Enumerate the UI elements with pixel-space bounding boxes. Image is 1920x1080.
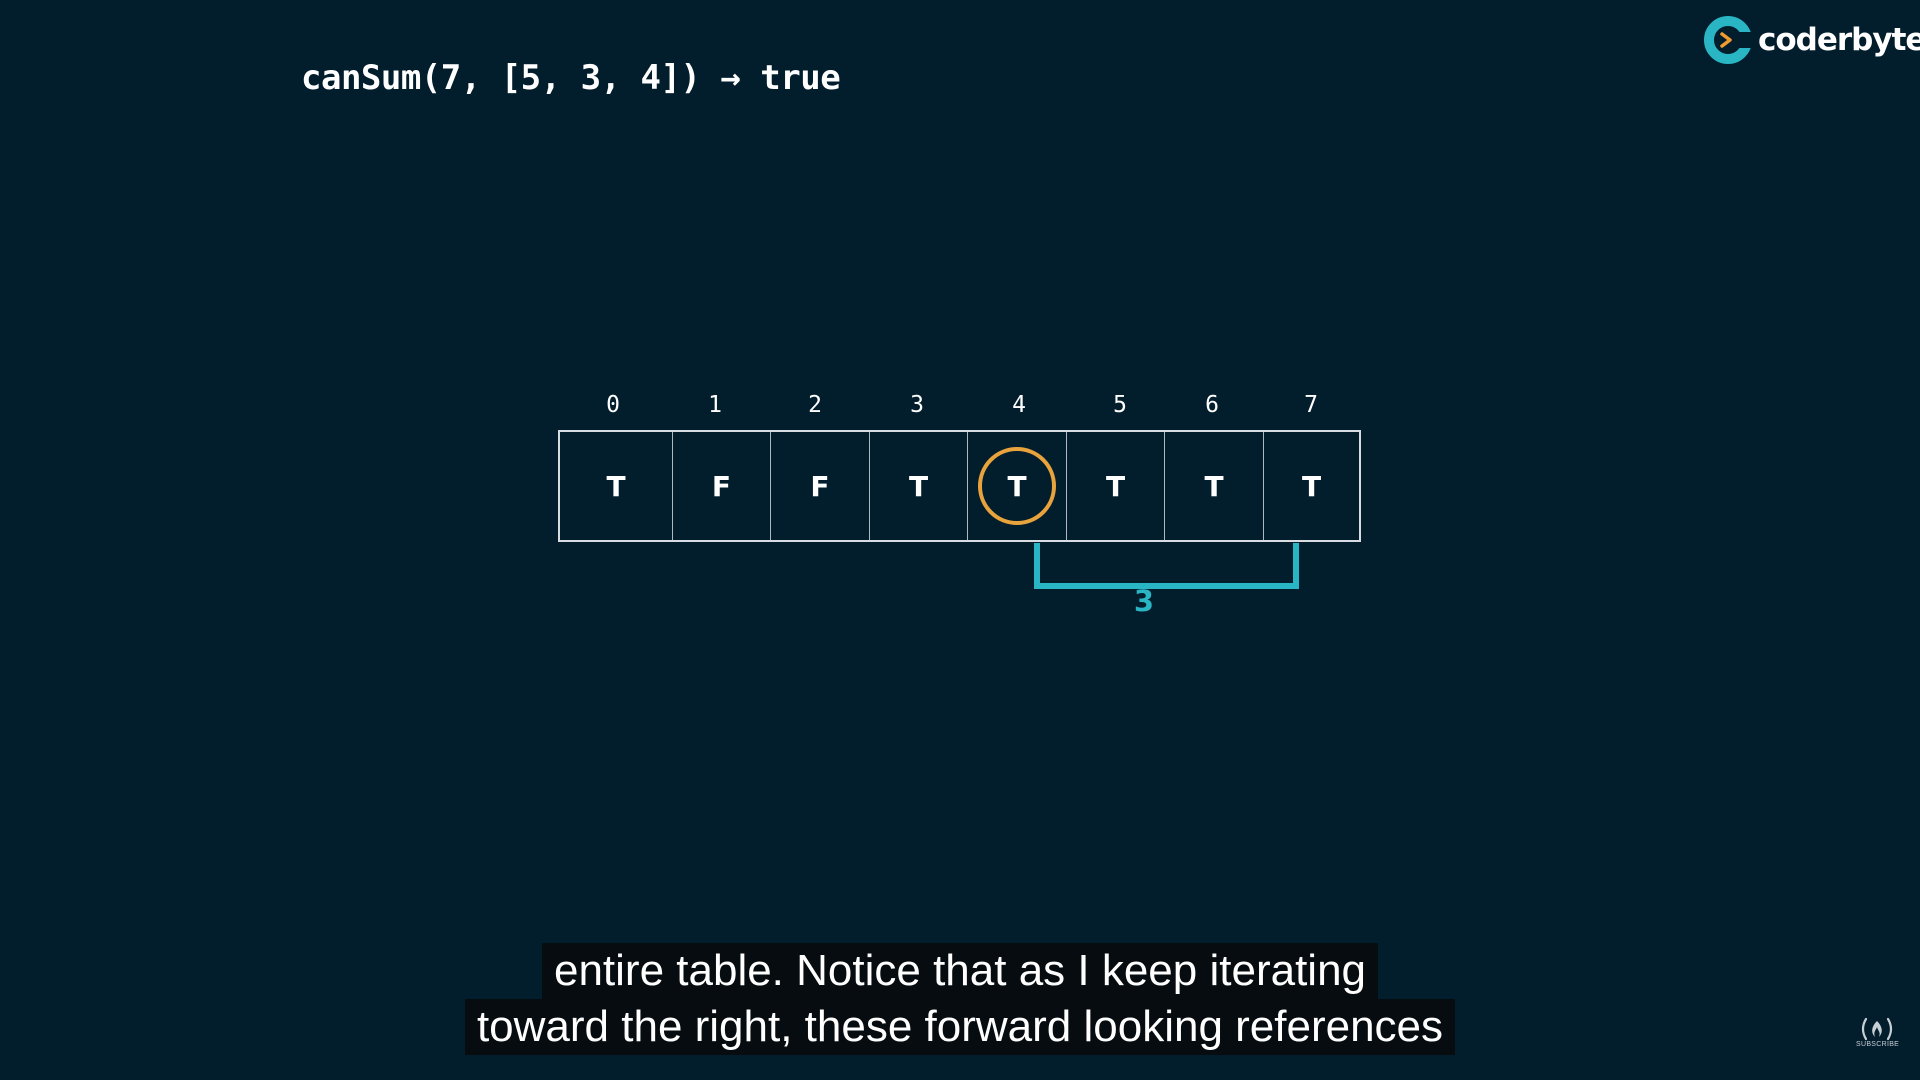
index-label: 0 — [606, 392, 620, 418]
cell-value: T — [1105, 469, 1126, 503]
table-cell: F — [673, 432, 771, 540]
table-cell: F — [771, 432, 870, 540]
table-cell: T — [1264, 432, 1359, 540]
index-label: 6 — [1205, 392, 1219, 418]
subscribe-label: SUBSCRIBE — [1856, 1041, 1900, 1048]
table-cell: T — [870, 432, 968, 540]
cell-value: F — [711, 469, 732, 503]
subtitles: entire table. Notice that as I keep iter… — [0, 943, 1920, 1055]
cell-value: T — [1301, 469, 1322, 503]
cell-value: T — [606, 469, 626, 503]
offset-bracket — [1034, 543, 1299, 589]
bracket-label: 3 — [1133, 584, 1155, 618]
index-label: 4 — [1012, 392, 1026, 418]
table-cell: T — [560, 432, 673, 540]
cell-value: T — [1204, 469, 1224, 503]
coderbyte-logo-icon — [1704, 16, 1754, 64]
logo-wordmark: coderbyte — [1758, 22, 1920, 58]
expression-title: canSum(7, [5, 3, 4]) → true — [301, 58, 841, 98]
dp-table: T F F T T T T T — [558, 430, 1361, 542]
index-row: 0 1 2 3 4 5 6 7 — [558, 392, 1361, 428]
table-cell: T — [1165, 432, 1264, 540]
index-label: 7 — [1304, 392, 1318, 418]
table-cell-highlighted: T — [968, 432, 1067, 540]
index-label: 3 — [910, 392, 924, 418]
table-cell: T — [1067, 432, 1165, 540]
index-label: 1 — [708, 392, 722, 418]
highlight-circle — [978, 447, 1056, 525]
cell-value: T — [1007, 469, 1027, 503]
subscribe-watermark[interactable]: SUBSCRIBE — [1856, 1016, 1900, 1052]
index-label: 5 — [1113, 392, 1127, 418]
cell-value: T — [908, 469, 929, 503]
cell-value: F — [810, 469, 830, 503]
subtitle-line: toward the right, these forward looking … — [464, 999, 1456, 1055]
subtitle-line: entire table. Notice that as I keep iter… — [541, 943, 1379, 999]
index-label: 2 — [808, 392, 822, 418]
coderbyte-logo: coderbyte — [1702, 14, 1920, 66]
freecodecamp-flame-icon — [1861, 1017, 1893, 1041]
